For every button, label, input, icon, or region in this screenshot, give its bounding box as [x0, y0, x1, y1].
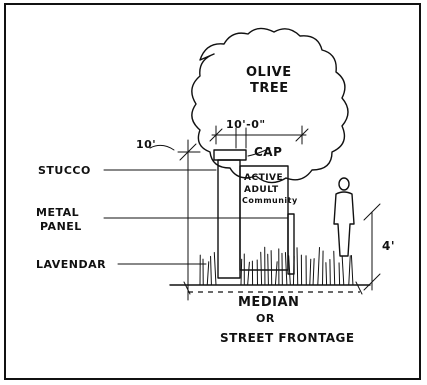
label-person-height: 4': [382, 239, 395, 253]
person-silhouette: [333, 177, 355, 257]
label-tree: TREE: [250, 81, 289, 96]
label-panel: PANEL: [40, 220, 82, 233]
label-lavender: LAVENDAR: [36, 258, 106, 271]
label-metal: METAL: [36, 206, 79, 219]
label-height: 10': [136, 138, 156, 151]
label-caption-1: MEDIAN: [238, 295, 299, 310]
monument-cap: [213, 149, 247, 161]
height-leader: [149, 144, 175, 151]
metal-panel-post: [287, 213, 295, 275]
label-sign-2: ADULT: [244, 185, 279, 195]
label-olive: OLIVE: [246, 65, 292, 80]
olive-tree-canopy: [191, 27, 349, 184]
label-cap: CAP: [254, 145, 282, 159]
cap-leader: [247, 147, 271, 157]
label-sign-3: Community: [242, 196, 298, 205]
sketch-frame: [4, 3, 421, 380]
label-stucco: STUCCO: [38, 164, 91, 177]
label-width: 10'-0": [226, 118, 266, 131]
label-sign-1: ACTIVE: [244, 173, 283, 183]
monument-column: [217, 159, 241, 279]
lavender-planting: [199, 246, 354, 286]
label-caption-2: OR: [256, 312, 275, 325]
label-caption-3: STREET FRONTAGE: [220, 331, 355, 345]
tree-trunk: [235, 127, 247, 149]
